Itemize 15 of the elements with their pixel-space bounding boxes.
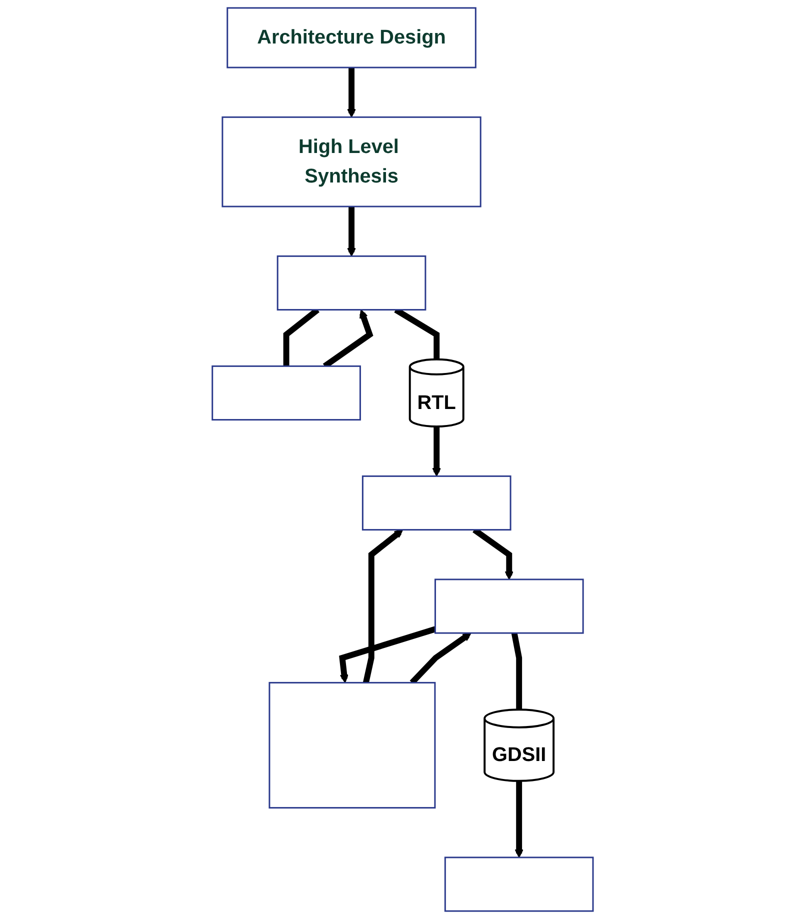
arrow (363, 529, 404, 684)
node-box (269, 682, 436, 809)
node-box (212, 365, 362, 421)
node-box: Architecture Design (226, 7, 477, 68)
node-box (277, 255, 426, 311)
arrow (347, 206, 356, 257)
arrow (515, 780, 524, 858)
node-box (362, 475, 512, 531)
node-box: High Level Synthesis (222, 116, 482, 208)
connector (512, 632, 522, 710)
node-box (444, 856, 594, 912)
arrow (347, 68, 356, 118)
arrow (339, 626, 436, 684)
arrow (432, 426, 442, 477)
node-box (434, 578, 584, 634)
